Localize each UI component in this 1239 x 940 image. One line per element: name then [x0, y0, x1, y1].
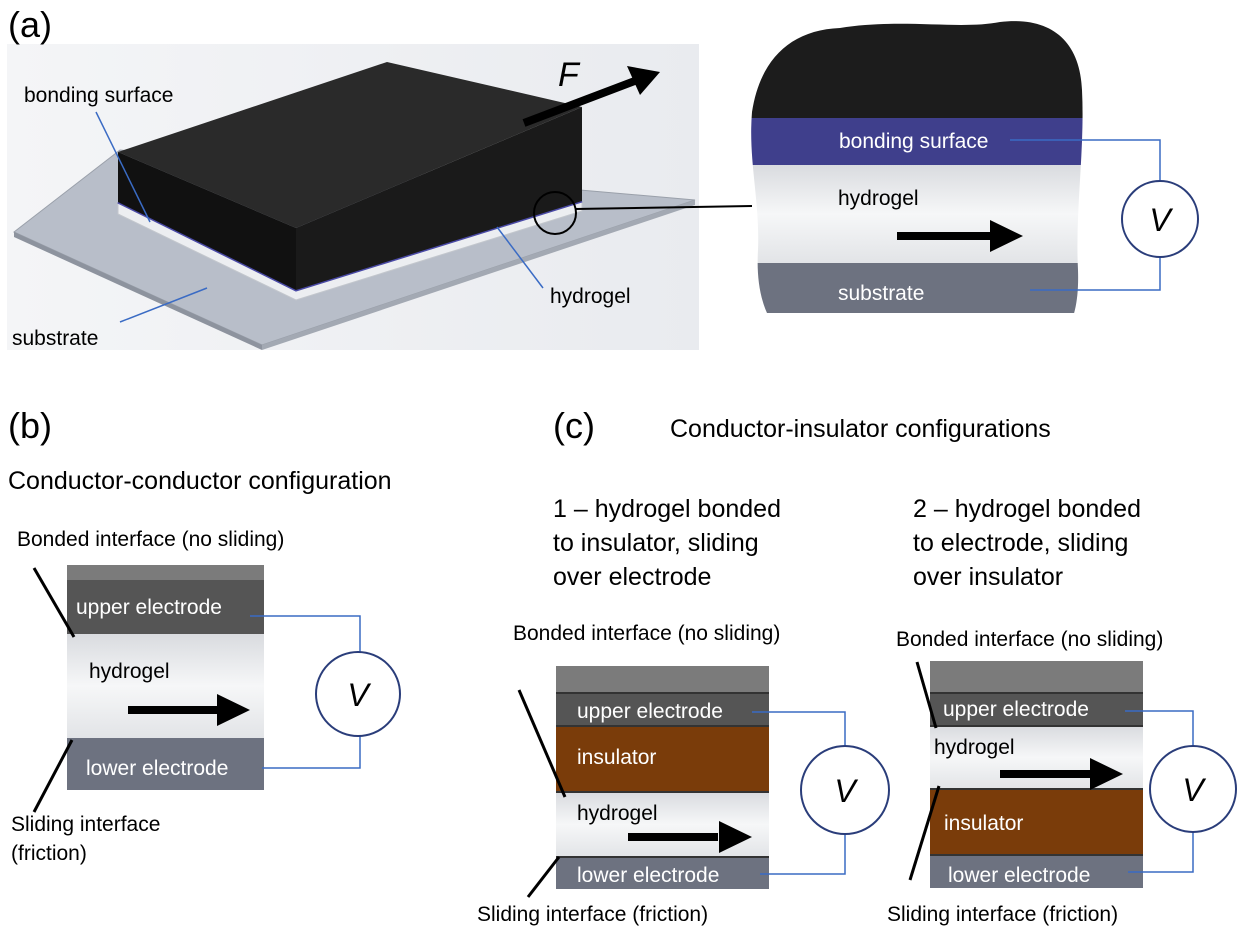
label-hydrogel: hydrogel — [550, 285, 631, 308]
c1-bonded-interface-label: Bonded interface (no sliding) — [513, 622, 781, 645]
c2-title-line2: to electrode, sliding — [913, 529, 1129, 557]
zoom-voltmeter-symbol: V — [1149, 202, 1173, 238]
c1-hydrogel-label: hydrogel — [577, 802, 658, 825]
substrate-leader — [119, 287, 208, 323]
zoom-voltmeter — [1121, 180, 1199, 258]
c1-bonded-leader — [517, 689, 567, 798]
b-voltmeter — [315, 651, 401, 737]
c2-upper-electrode-label: upper electrode — [943, 698, 1089, 721]
c1-title-line2: to insulator, sliding — [553, 529, 759, 557]
b-sliding-leader — [32, 739, 74, 813]
force-label: F — [558, 56, 579, 94]
block-front-left — [118, 152, 296, 290]
c1-top-strip — [556, 666, 769, 693]
c1-lower-electrode — [556, 857, 769, 889]
c2-sliding-interface-label: Sliding interface (friction) — [887, 903, 1119, 926]
c2-wire-top — [1125, 710, 1194, 748]
c2-voltmeter-symbol: V — [1182, 772, 1206, 808]
panel-b-title: Conductor-conductor configuration — [8, 467, 392, 495]
c2-wire-bottom — [1128, 832, 1194, 873]
b-sliding-interface-label-1: Sliding interface — [11, 813, 161, 836]
b-hydrogel-label: hydrogel — [89, 660, 170, 683]
c2-sliding-leader — [908, 785, 941, 881]
zoom-slide-arrow-head — [990, 220, 1023, 252]
b-sliding-interface-label-2: (friction) — [11, 842, 87, 865]
b-lower-electrode-label: lower electrode — [86, 757, 229, 780]
hydrogel-leader — [496, 226, 544, 289]
zoom-circle — [533, 191, 577, 235]
label-substrate: substrate — [12, 327, 99, 350]
c2-insulator — [930, 789, 1143, 855]
c2-upper-electrode — [930, 693, 1143, 726]
panel-a-letter: (a) — [8, 4, 52, 45]
c1-hydrogel — [556, 792, 769, 857]
c2-voltmeter — [1149, 745, 1237, 833]
c1-upper-electrode-label: upper electrode — [577, 700, 723, 723]
c2-lower-electrode-label: lower electrode — [948, 864, 1091, 887]
panel-c-letter: (c) — [553, 405, 595, 446]
c1-upper-electrode — [556, 693, 769, 726]
b-bonded-leader — [32, 567, 76, 638]
b-hydrogel — [67, 634, 264, 738]
c1-title-line1: 1 – hydrogel bonded — [553, 495, 781, 523]
b-wire-top — [250, 615, 361, 653]
c1-slide-arrow-head — [719, 821, 752, 853]
b-upper-electrode — [67, 580, 264, 634]
zoom-substrate-label: substrate — [838, 282, 925, 305]
c1-voltmeter-symbol: V — [834, 773, 858, 809]
zoom-wire-top — [1010, 139, 1161, 181]
b-top-strip — [67, 565, 264, 580]
zoom-hydrogel-label: hydrogel — [838, 187, 919, 210]
c2-slide-arrow-head — [1090, 758, 1123, 790]
c1-sliding-interface-label: Sliding interface (friction) — [477, 903, 709, 926]
b-voltmeter-symbol: V — [347, 677, 371, 713]
c1-wire-top — [752, 711, 846, 748]
force-arrow-shaft — [522, 75, 642, 127]
panel-c-title: Conductor-insulator configurations — [670, 415, 1051, 443]
b-upper-electrode-label: upper electrode — [76, 596, 222, 619]
zoom-blob — [751, 21, 1083, 355]
c1-title-line3: over electrode — [553, 563, 712, 591]
zoom-leader-line — [574, 205, 753, 210]
substrate-plate-edge — [14, 232, 262, 350]
c1-sliding-leader — [526, 856, 561, 898]
b-lower-electrode — [67, 738, 264, 790]
c2-hydrogel-label: hydrogel — [934, 736, 1015, 759]
c1-wire-bottom — [760, 832, 846, 875]
c2-title-line3: over insulator — [913, 563, 1064, 591]
block-front-right — [296, 107, 582, 290]
c1-insulator — [556, 726, 769, 792]
panel-b-letter: (b) — [8, 405, 52, 446]
c2-lower-electrode — [930, 855, 1143, 888]
b-slide-arrow-head — [217, 694, 250, 726]
c1-voltmeter — [800, 745, 890, 835]
b-bonded-interface-label: Bonded interface (no sliding) — [17, 528, 285, 551]
force-arrow-head — [627, 66, 660, 95]
label-bonding-surface: bonding surface — [24, 84, 174, 107]
zoom-wire-bottom — [1030, 258, 1161, 291]
b-wire-bottom — [262, 735, 361, 769]
zoom-bonding-surface-label: bonding surface — [839, 130, 989, 153]
c2-insulator-label: insulator — [944, 812, 1024, 835]
c2-top-strip — [930, 661, 1143, 693]
c2-bonded-interface-label: Bonded interface (no sliding) — [896, 628, 1164, 651]
c1-insulator-label: insulator — [577, 746, 657, 769]
block-top — [118, 62, 582, 228]
c2-title-line1: 2 – hydrogel bonded — [913, 495, 1141, 523]
bonding-surface-leader — [95, 111, 151, 223]
c2-bonded-leader — [915, 661, 938, 729]
c1-lower-electrode-label: lower electrode — [577, 864, 720, 887]
